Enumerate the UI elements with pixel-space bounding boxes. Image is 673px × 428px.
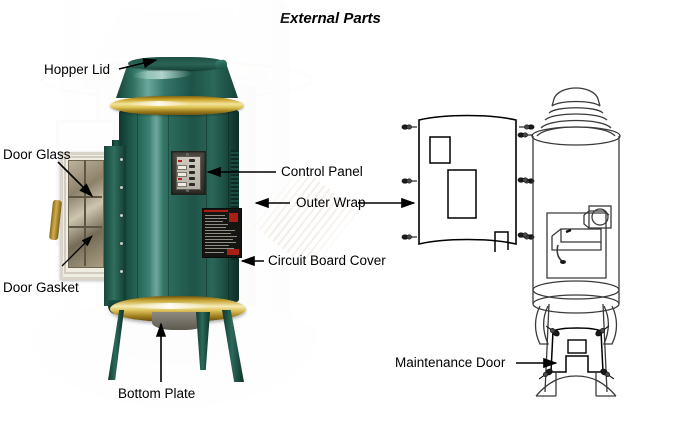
label-outer-wrap: Outer Wrap (296, 195, 366, 210)
page-title: External Parts (280, 10, 381, 27)
label-bottom-plate: Bottom Plate (118, 386, 196, 401)
label-door-gasket: Door Gasket (3, 280, 79, 295)
outer-wrap-drawing (418, 114, 517, 252)
side-vent (231, 150, 239, 260)
label-circuit-board-cover: Circuit Board Cover (268, 253, 386, 268)
stove-body-highlight (150, 112, 163, 300)
label-maintenance-door: Maintenance Door (395, 355, 506, 370)
hopper-lid[interactable] (128, 57, 226, 70)
outer-wrap-screws (401, 123, 535, 241)
warning-label (202, 208, 242, 258)
maintenance-door-screws (537, 323, 616, 382)
label-hopper-lid: Hopper Lid (44, 62, 111, 77)
label-door-glass: Door Glass (3, 147, 71, 162)
stove-body (119, 110, 239, 302)
stove-assembly-drawing (531, 87, 621, 397)
stove-leg-center (196, 312, 210, 370)
door-leaf[interactable] (104, 146, 126, 306)
stove-drawing-screws (517, 131, 534, 239)
label-control-panel: Control Panel (281, 164, 363, 179)
